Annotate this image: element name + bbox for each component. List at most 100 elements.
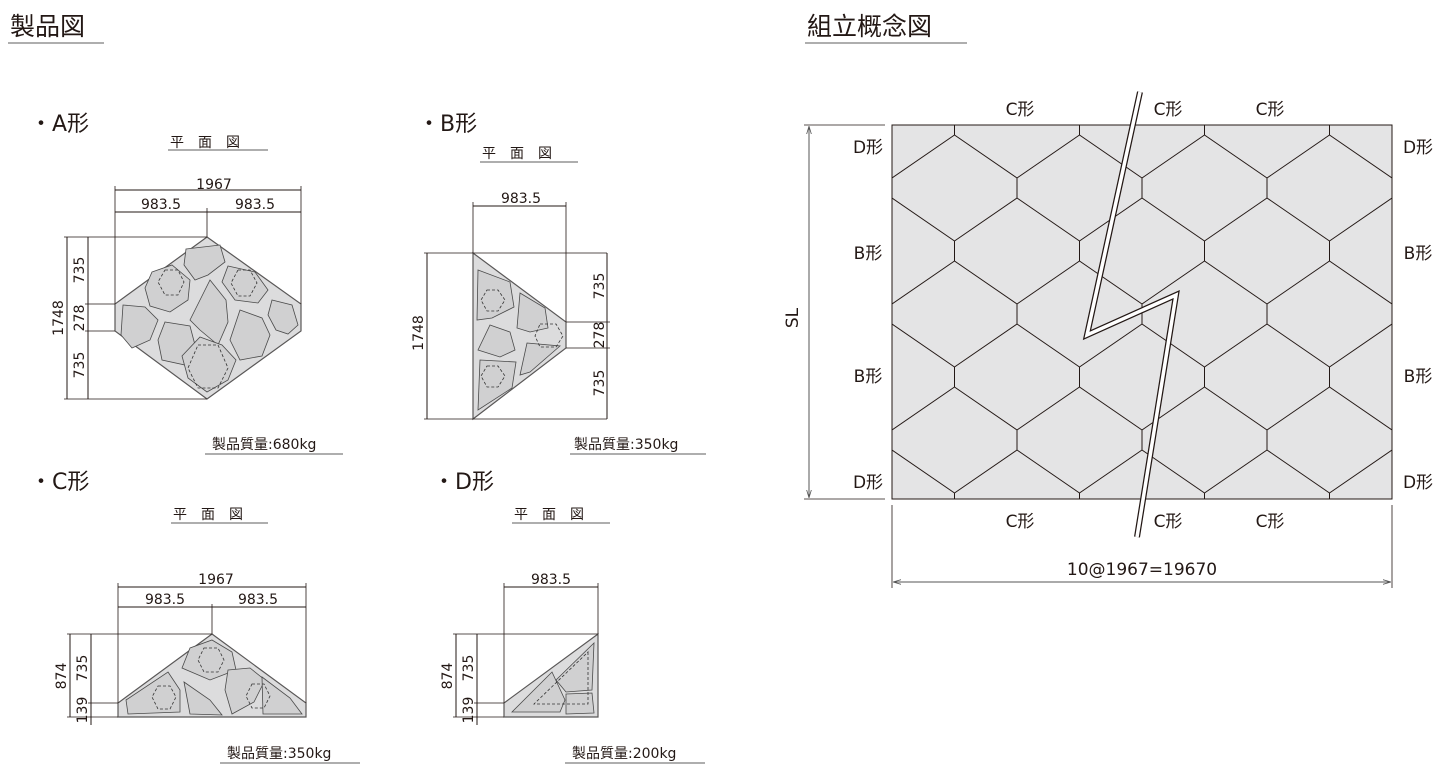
block-joint-line (767, 135, 830, 178)
dim-278: 278 (592, 322, 608, 349)
block-joint-line (1016, 260, 1080, 305)
block-joint-line (954, 323, 1018, 368)
block-joint-line (1391, 198, 1392, 199)
stone (477, 324, 516, 358)
dim-139: 139 (461, 697, 477, 724)
block-joint-line (1079, 449, 1143, 494)
dim-983-5: 983.5 (501, 191, 541, 207)
block-joint-line (1391, 429, 1392, 430)
dim-278: 278 (72, 305, 88, 332)
dim-983-5-right: 983.5 (238, 592, 278, 608)
block-joint-line (1016, 449, 1080, 494)
type-a-title: ・A形 (30, 112, 89, 137)
block-joint-line (1329, 197, 1392, 242)
block-joint-line (954, 386, 1018, 431)
label-top-c: C形 (1256, 100, 1285, 120)
block-joint-line (1329, 323, 1392, 368)
hex-anchor-mark (534, 323, 564, 348)
stone (261, 676, 303, 715)
hex-anchor-mark (480, 365, 506, 388)
block-joint-line (1329, 134, 1392, 179)
block-joint-line (892, 197, 955, 242)
hex-anchor-mark (230, 269, 258, 297)
block-joint-line (1141, 134, 1205, 179)
block-joint-line (954, 449, 1018, 494)
height-label-sl: SL (783, 307, 803, 328)
dim-1748: 1748 (51, 300, 67, 336)
hex-anchor-mark (245, 683, 271, 709)
dim-735-bottom: 735 (592, 370, 608, 397)
stone (516, 292, 549, 333)
block-joint-line (1266, 386, 1330, 431)
hex-anchor-mark (197, 647, 225, 673)
block-joint-line (1016, 386, 1080, 431)
label-top-c: C形 (1154, 100, 1183, 120)
type-c-title: ・C形 (30, 470, 89, 495)
block-joint-line (767, 450, 830, 493)
block-joint-line (1016, 197, 1080, 242)
block-joint-line (1266, 134, 1330, 179)
hex-anchor-mark (480, 289, 506, 312)
block-joint-line (1016, 134, 1080, 179)
block-joint-line (1079, 134, 1143, 179)
block-joint-line (1016, 323, 1080, 368)
block-joint-line (1329, 260, 1392, 305)
dim-139: 139 (75, 697, 91, 724)
type-d-drawing: ・D形 平 面 図 983.5 874 735 139 製品質量:200kg (433, 470, 705, 764)
dim-983-5: 983.5 (531, 572, 571, 588)
hex-anchor-mark (151, 685, 177, 710)
block-joint-line (1079, 386, 1143, 431)
dim-874: 874 (54, 663, 70, 690)
product-drawing-heading: 製品図 (10, 12, 85, 41)
block-joint-line (1329, 449, 1392, 494)
block-joint-line (767, 198, 830, 241)
hex-anchor-mark (187, 344, 229, 389)
block-joint-line (1266, 449, 1330, 494)
stone (477, 359, 517, 411)
label-left-d: D形 (853, 138, 883, 158)
stone (125, 671, 181, 715)
stone (267, 299, 299, 335)
type-a-mass: 製品質量:680kg (212, 437, 316, 453)
label-right-d: D形 (1403, 138, 1433, 158)
stone (120, 304, 159, 349)
block-joint-line (1204, 386, 1268, 431)
block-joint-line (1204, 134, 1268, 179)
dim-735-bottom: 735 (72, 352, 88, 379)
stone (511, 671, 566, 713)
label-top-c: C形 (1006, 100, 1035, 120)
block-joint-line (892, 303, 893, 304)
dim-735-top: 735 (72, 257, 88, 284)
block-joint-line (1266, 197, 1330, 242)
plan-view-label: 平 面 図 (514, 507, 584, 523)
label-right-b: B形 (1404, 244, 1433, 264)
block-joint-line (1141, 260, 1205, 305)
type-c-mass: 製品質量:350kg (227, 746, 331, 762)
block-joint-line (954, 197, 1018, 242)
block-joint-line (892, 198, 893, 199)
block-joint-line (705, 324, 768, 367)
label-bottom-c: C形 (1256, 512, 1285, 532)
block-joint-line (1204, 197, 1268, 242)
dim-735: 735 (75, 655, 91, 682)
type-b-title: ・B形 (418, 112, 477, 137)
label-bottom-c: C形 (1006, 512, 1035, 532)
hex-anchor-mark (157, 269, 185, 296)
dim-1967: 1967 (196, 177, 232, 193)
block-joint-line (705, 450, 768, 493)
block-joint-line (954, 260, 1018, 305)
block-joint-line (767, 324, 830, 367)
block-joint-line (954, 134, 1018, 179)
block-joint-line (892, 386, 955, 431)
label-left-b: B形 (854, 367, 883, 387)
break-line (1084, 91, 1179, 538)
stone (144, 264, 191, 313)
assembly-diagram: C形 C形 C形 C形 C形 C形 D形 B形 B形 D形 D形 B形 B形 D… (705, 91, 1433, 588)
block-joint-line (892, 134, 955, 179)
block-joint-line (892, 323, 955, 368)
stone (224, 667, 266, 715)
plan-view-label: 平 面 図 (170, 135, 240, 151)
block-joint-line (1141, 197, 1205, 242)
dim-983-5-left: 983.5 (145, 592, 185, 608)
